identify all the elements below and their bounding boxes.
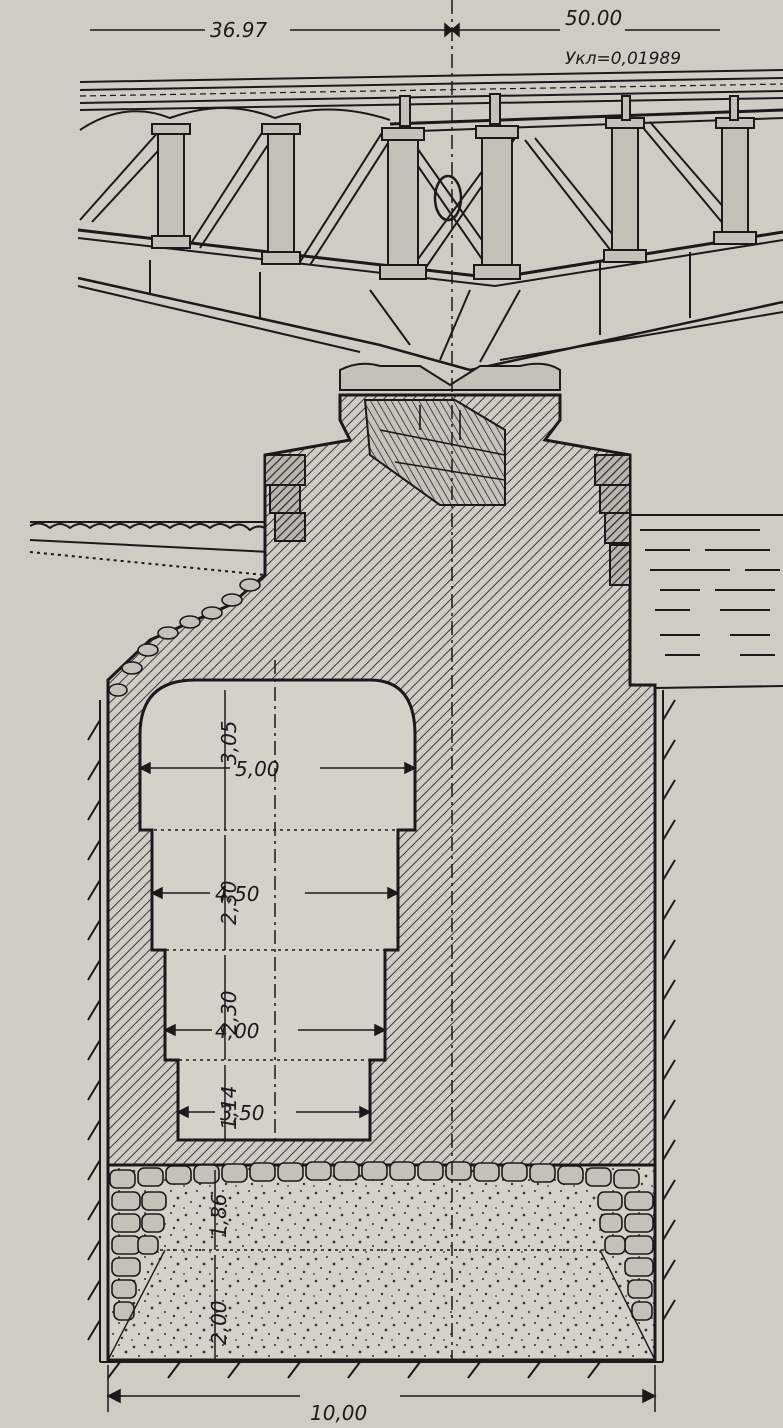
coping-stones (264, 454, 631, 586)
span-left-label: 36.97 (210, 18, 268, 42)
foundation-height-upper: 1,86 (207, 1193, 231, 1238)
center-axes (274, 0, 453, 1360)
chamber-width-4: 3,50 (220, 1101, 265, 1125)
foundation-height-lower: 2,00 (207, 1300, 231, 1345)
chamber-width-3: 4,00 (215, 1019, 260, 1043)
span-right-label: 50.00 (565, 6, 622, 30)
slope-label: Укл=0,01989 (565, 49, 681, 69)
chamber-width-2: 4,50 (215, 882, 260, 906)
chamber-height-4: 1,14 (217, 1085, 241, 1130)
base-width-label: 10,00 (310, 1401, 367, 1425)
truss-superstructure (77, 69, 783, 391)
dimension-lines (90, 22, 720, 1412)
riprap-stones (108, 578, 261, 697)
chamber-height-2: 2,30 (217, 880, 241, 925)
voussoir-block (363, 399, 506, 506)
truss-columns (151, 93, 757, 280)
foundation-fill (106, 1163, 657, 1362)
inner-chamber (138, 678, 417, 1142)
ground-hatching (87, 690, 676, 1379)
chamber-width-1: 5,00 (235, 757, 280, 781)
foundation-stones (109, 1161, 654, 1321)
chamber-height-1: 3,05 (217, 720, 241, 765)
chamber-height-3: 2,30 (217, 990, 241, 1035)
